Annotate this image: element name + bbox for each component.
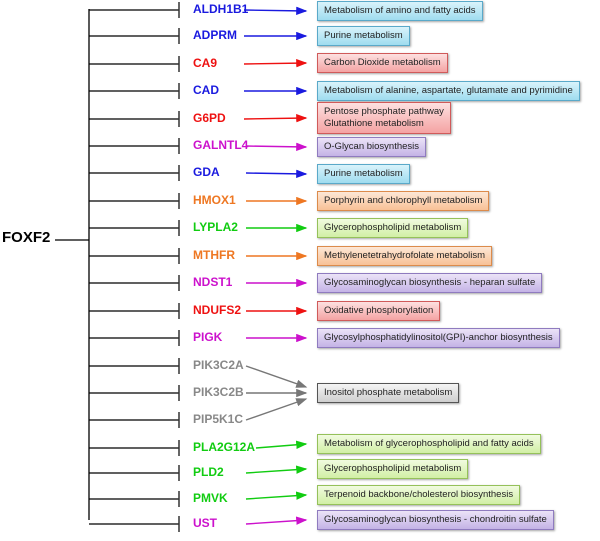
pathway-label: Pentose phosphate pathway (324, 106, 444, 117)
pathway-box: Metabolism of amino and fatty acids (317, 1, 483, 21)
pathway-box: Purine metabolism (317, 164, 410, 184)
gene-label: G6PD (193, 111, 226, 125)
gene-label: PIK3C2B (193, 385, 244, 399)
activation-arrow (243, 58, 308, 68)
gene-label: NDUFS2 (193, 303, 242, 317)
pathway-box: Porphyrin and chlorophyll metabolism (317, 191, 490, 211)
activation-arrow (245, 365, 308, 388)
pathway-label: Glycosaminoglycan biosynthesis - heparan… (324, 277, 536, 288)
pathway-label: Terpenoid backbone/cholesterol biosynthe… (324, 489, 514, 500)
pathway-label: Glycosylphosphatidylinositol(GPI)-anchor… (324, 332, 553, 343)
gene-label: LYPLA2 (193, 220, 238, 234)
pathway-label: Porphyrin and chlorophyll metabolism (324, 195, 483, 206)
pathway-box: Inositol phosphate metabolism (317, 383, 460, 403)
pathway-box: Metabolism of glycerophospholipid and fa… (317, 434, 541, 454)
root-gene-label: FOXF2 (2, 229, 51, 246)
pathway-label: Metabolism of amino and fatty acids (324, 5, 476, 16)
gene-label: PIGK (193, 330, 223, 344)
pathway-label: Glutathione metabolism (324, 118, 424, 129)
gene-label: GDA (193, 165, 220, 179)
pathway-label: Glycerophospholipid metabolism (324, 222, 462, 233)
activation-arrow (245, 465, 308, 474)
pathway-box: Glycosylphosphatidylinositol(GPI)-anchor… (317, 328, 560, 348)
gene-label: PLD2 (193, 465, 224, 479)
gene-label: NDST1 (193, 275, 233, 289)
activation-arrow (245, 516, 308, 525)
gene-label: UST (193, 516, 217, 530)
pathway-label: O-Glycan biosynthesis (324, 141, 420, 152)
pathway-label: Purine metabolism (324, 30, 403, 41)
gene-label: PMVK (193, 491, 228, 505)
activation-arrow (245, 491, 308, 500)
pathway-label: Glycosaminoglycan biosynthesis - chondro… (324, 514, 547, 525)
pathway-box: Glycosaminoglycan biosynthesis - chondro… (317, 510, 554, 530)
pathway-label: Methylenetetrahydrofolate metabolism (324, 250, 486, 261)
gene-label: PIK3C2A (193, 358, 244, 372)
pathway-box: Oxidative phosphorylation (317, 301, 441, 321)
pathway-box: Carbon Dioxide metabolism (317, 53, 448, 73)
gene-label: ALDH1B1 (193, 2, 249, 16)
gene-label: PIP5K1C (193, 412, 244, 426)
gene-label: CA9 (193, 56, 218, 70)
gene-label: CAD (193, 83, 219, 97)
activation-arrow (255, 440, 308, 449)
pathway-box: Glycosaminoglycan biosynthesis - heparan… (317, 273, 543, 293)
pathway-box: Methylenetetrahydrofolate metabolism (317, 246, 493, 266)
pathway-label: Carbon Dioxide metabolism (324, 57, 441, 68)
pathway-label: Oxidative phosphorylation (324, 305, 434, 316)
pathway-label: Purine metabolism (324, 168, 403, 179)
gene-label: MTHFR (193, 248, 235, 262)
pathway-box: Glycerophospholipid metabolism (317, 459, 469, 479)
pathway-label: Inositol phosphate metabolism (324, 387, 453, 398)
gene-label: PLA2G12A (193, 440, 256, 454)
gene-label: GALNTL4 (193, 138, 249, 152)
pathway-label: Glycerophospholipid metabolism (324, 463, 462, 474)
pathway-box: Terpenoid backbone/cholesterol biosynthe… (317, 485, 521, 505)
activation-arrow (243, 113, 308, 123)
pathway-box: Metabolism of alanine, aspartate, glutam… (317, 81, 580, 101)
pathway-label: Metabolism of alanine, aspartate, glutam… (324, 85, 573, 96)
activation-arrow (243, 6, 308, 16)
activation-arrow (245, 398, 308, 421)
gene-label: HMOX1 (193, 193, 236, 207)
gene-label: ADPRM (193, 28, 237, 42)
pathway-box: Glycerophospholipid metabolism (317, 218, 469, 238)
activation-arrow (245, 142, 308, 152)
pathway-box: O-Glycan biosynthesis (317, 137, 427, 157)
activation-arrow (245, 169, 308, 179)
pathway-box: Purine metabolism (317, 26, 410, 46)
pathway-label: Metabolism of glycerophospholipid and fa… (324, 438, 534, 449)
